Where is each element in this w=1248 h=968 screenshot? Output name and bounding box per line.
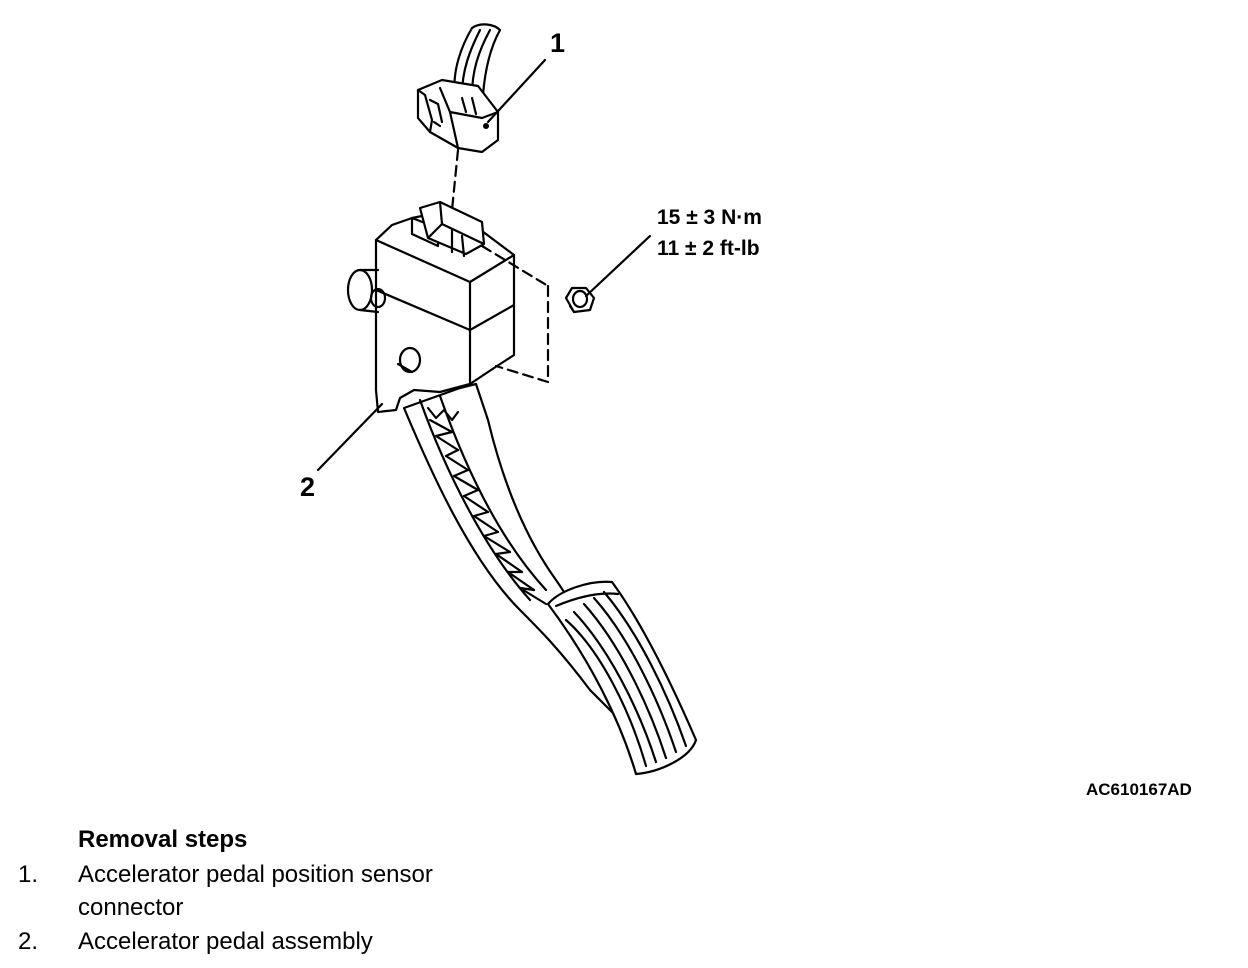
leader-line-2: [316, 402, 384, 472]
sensor-connector: [416, 23, 502, 154]
torque-metric: 15 ± 3 N·m: [657, 206, 762, 229]
figure-id: AC610167AD: [1086, 780, 1192, 799]
step-1-text: Accelerator pedal position sensor: [78, 861, 433, 888]
callout-1: 1: [550, 28, 566, 58]
callout-2: 2: [300, 472, 316, 502]
leader-line-1: [486, 58, 547, 124]
removal-steps-title: Removal steps: [78, 826, 248, 853]
step-1-number: 1.: [18, 861, 39, 888]
pedal-pad: [546, 580, 698, 776]
pedal-sensor-housing: [346, 200, 516, 414]
torque-imperial: 11 ± 2 ft-lb: [657, 237, 760, 260]
leader-line-torque: [584, 234, 652, 298]
step-2-text: Accelerator pedal assembly: [78, 928, 373, 955]
step-2-number: 2.: [18, 928, 39, 955]
step-1-text-continued: connector: [78, 894, 184, 921]
